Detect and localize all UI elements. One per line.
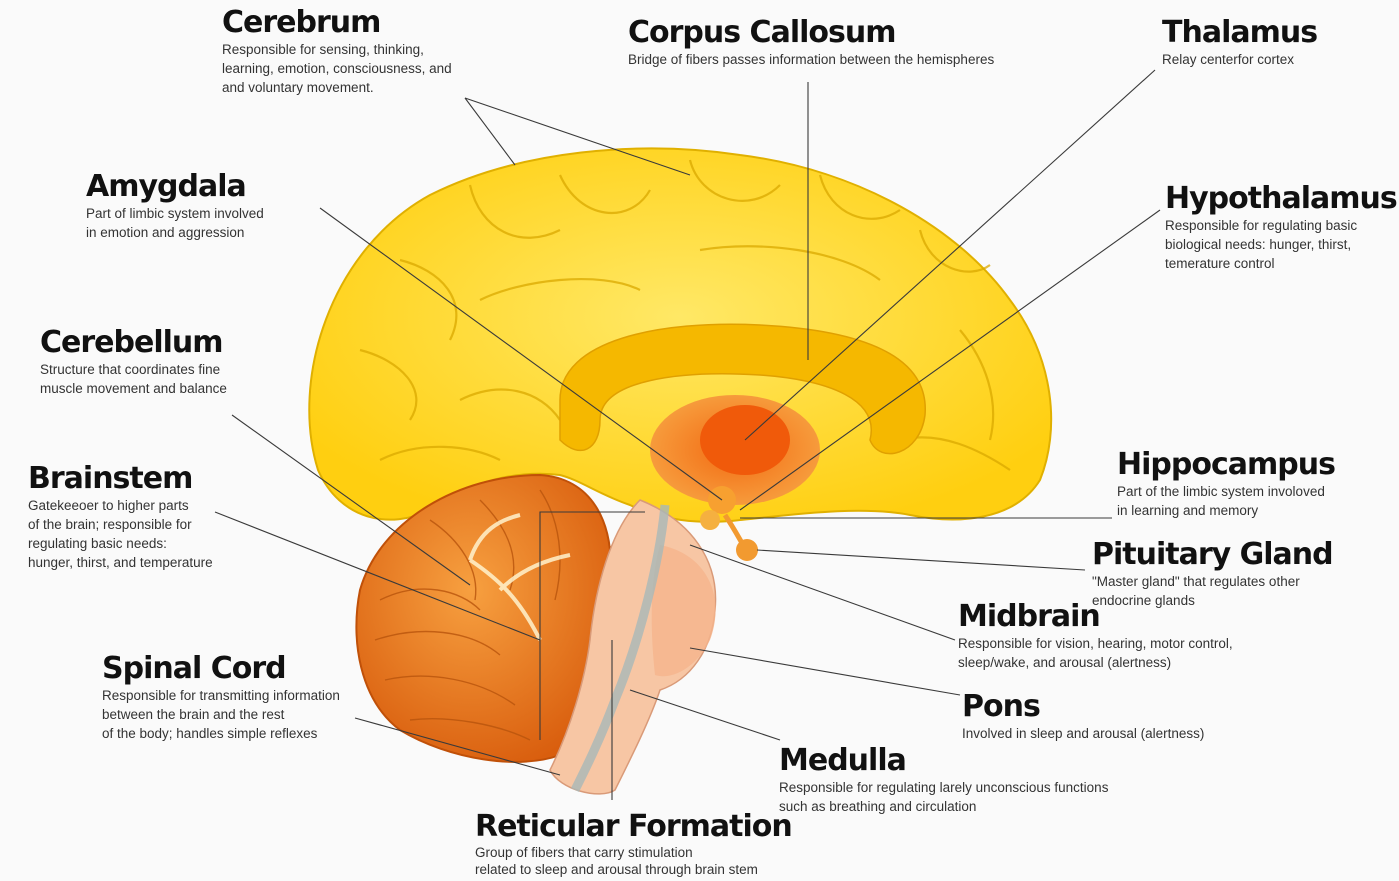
amygdala-desc: Part of limbic system involved in emotio…	[86, 204, 264, 242]
spinal-cord-desc: Responsible for transmitting information…	[102, 686, 340, 743]
corpus-callosum-title: Corpus Callosum	[628, 16, 994, 50]
brainstem-desc: Gatekeeoer to higher parts of the brain;…	[28, 496, 213, 572]
pituitary-gland-title: Pituitary Gland	[1092, 538, 1333, 572]
cerebrum-desc: Responsible for sensing, thinking, learn…	[222, 40, 452, 97]
pituitary-shape	[736, 539, 758, 561]
corpus-callosum-label: Corpus Callosum Bridge of fibers passes …	[628, 16, 994, 69]
cerebellum-desc: Structure that coordinates fine muscle m…	[40, 360, 227, 398]
spinal-cord-title: Spinal Cord	[102, 652, 340, 686]
reticular-formation-title: Reticular Formation	[475, 810, 792, 844]
amygdala-label: Amygdala Part of limbic system involved …	[86, 170, 264, 242]
thalamus-label: Thalamus Relay centerfor cortex	[1162, 16, 1317, 69]
hippocampus-label: Hippocampus Part of the limbic system in…	[1117, 448, 1335, 520]
pons-label: Pons Involved in sleep and arousal (aler…	[962, 690, 1204, 743]
pons-desc: Involved in sleep and arousal (alertness…	[962, 724, 1204, 743]
midbrain-label: Midbrain Responsible for vision, hearing…	[958, 600, 1233, 672]
medulla-desc: Responsible for regulating larely uncons…	[779, 778, 1108, 816]
cerebrum-title: Cerebrum	[222, 6, 452, 40]
spinal-cord-label: Spinal Cord Responsible for transmitting…	[102, 652, 340, 743]
reticular-formation-desc: Group of fibers that carry stimulation r…	[475, 844, 792, 878]
corpus-callosum-desc: Bridge of fibers passes information betw…	[628, 50, 994, 69]
cerebellum-title: Cerebellum	[40, 326, 227, 360]
brainstem-title: Brainstem	[28, 462, 213, 496]
thalamus-desc: Relay centerfor cortex	[1162, 50, 1317, 69]
cerebellum-label: Cerebellum Structure that coordinates fi…	[40, 326, 227, 398]
hypothalamus-desc: Responsible for regulating basic biologi…	[1165, 216, 1397, 273]
hypothalamus-title: Hypothalamus	[1165, 182, 1397, 216]
amygdala-shape	[700, 510, 720, 530]
thalamus-title: Thalamus	[1162, 16, 1317, 50]
medulla-label: Medulla Responsible for regulating larel…	[779, 744, 1108, 816]
hypothalamus-label: Hypothalamus Responsible for regulating …	[1165, 182, 1397, 273]
hippocampus-desc: Part of the limbic system involoved in l…	[1117, 482, 1335, 520]
midbrain-desc: Responsible for vision, hearing, motor c…	[958, 634, 1233, 672]
cerebrum-label: Cerebrum Responsible for sensing, thinki…	[222, 6, 452, 97]
brainstem-label: Brainstem Gatekeeoer to higher parts of …	[28, 462, 213, 572]
reticular-formation-label: Reticular Formation Group of fibers that…	[475, 810, 792, 878]
pons-title: Pons	[962, 690, 1204, 724]
midbrain-title: Midbrain	[958, 600, 1233, 634]
amygdala-title: Amygdala	[86, 170, 264, 204]
hippocampus-title: Hippocampus	[1117, 448, 1335, 482]
medulla-title: Medulla	[779, 744, 1108, 778]
